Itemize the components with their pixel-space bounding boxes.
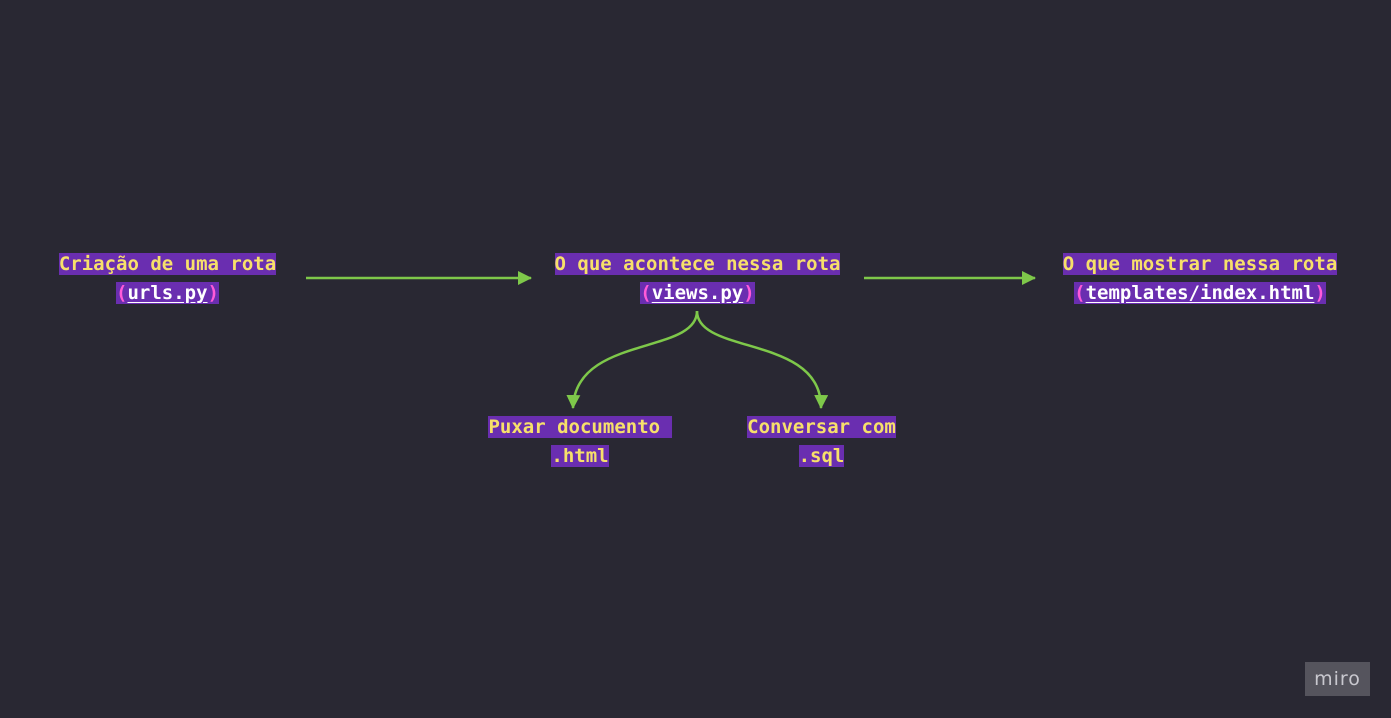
node-puxar-line1: Puxar documento bbox=[488, 416, 672, 438]
file-link-templates[interactable]: templates/index.html bbox=[1085, 282, 1315, 304]
paren-close: ) bbox=[1314, 282, 1326, 304]
node-acontece-rota[interactable]: O que acontece nessa rota (views.py) bbox=[535, 250, 860, 308]
node-conversar-line1: Conversar com bbox=[747, 416, 896, 438]
paren-close: ) bbox=[743, 282, 755, 304]
paren-open: ( bbox=[1074, 282, 1086, 304]
node-conversar-line2: .sql bbox=[798, 445, 845, 467]
node-criacao-rota-title: Criação de uma rota bbox=[58, 253, 277, 275]
node-conversar-com[interactable]: Conversar com .sql bbox=[737, 413, 906, 471]
node-criacao-rota[interactable]: Criação de uma rota (urls.py) bbox=[44, 250, 291, 308]
node-acontece-rota-title: O que acontece nessa rota bbox=[554, 253, 841, 275]
arrow-acontece-to-conversar[interactable] bbox=[695, 310, 829, 409]
paren-open: ( bbox=[116, 282, 128, 304]
file-link-urls[interactable]: urls.py bbox=[127, 282, 208, 304]
node-mostrar-rota[interactable]: O que mostrar nessa rota (templates/inde… bbox=[1044, 250, 1356, 308]
node-puxar-documento[interactable]: Puxar documento .html bbox=[476, 413, 684, 471]
arrow-acontece-to-puxar[interactable] bbox=[566, 310, 699, 409]
file-link-views[interactable]: views.py bbox=[651, 282, 744, 304]
node-mostrar-rota-title: O que mostrar nessa rota bbox=[1062, 253, 1338, 275]
paren-close: ) bbox=[207, 282, 219, 304]
node-puxar-line2: .html bbox=[551, 445, 609, 467]
paren-open: ( bbox=[640, 282, 652, 304]
miro-watermark[interactable]: miro bbox=[1305, 662, 1370, 696]
